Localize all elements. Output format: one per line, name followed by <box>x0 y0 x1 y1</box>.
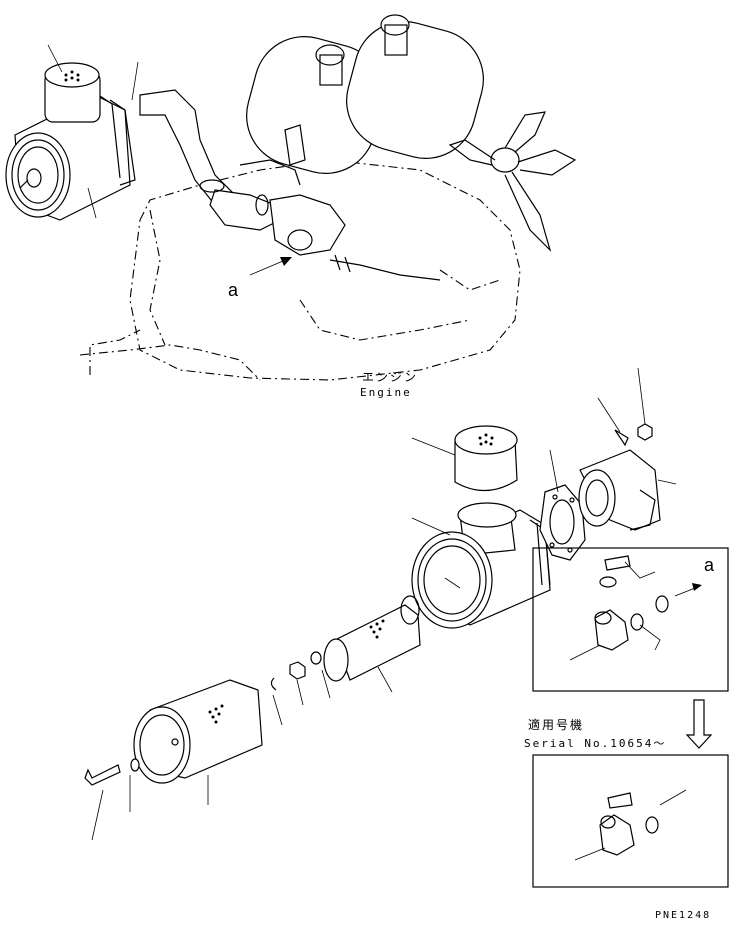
fan <box>448 111 577 253</box>
view-a-pointer <box>249 257 292 276</box>
detail-box-2 <box>532 754 729 888</box>
arrow-down-icon <box>685 699 713 749</box>
engine-label-jp: エンジン <box>362 370 419 384</box>
serial-label-jp: 適用号機 <box>528 718 585 732</box>
view-label-a-right: a <box>704 555 715 575</box>
part-code: PNE1248 <box>655 910 712 921</box>
engine-assembly <box>79 14 577 381</box>
air-cleaner-mounted <box>5 44 139 221</box>
view-label-a-top: a <box>228 280 239 300</box>
air-cleaner-exploded <box>84 367 677 841</box>
engine-label-en: Engine <box>360 386 412 399</box>
detail-box-1 <box>532 547 729 692</box>
serial-label-en: Serial No.10654～ <box>524 737 667 750</box>
